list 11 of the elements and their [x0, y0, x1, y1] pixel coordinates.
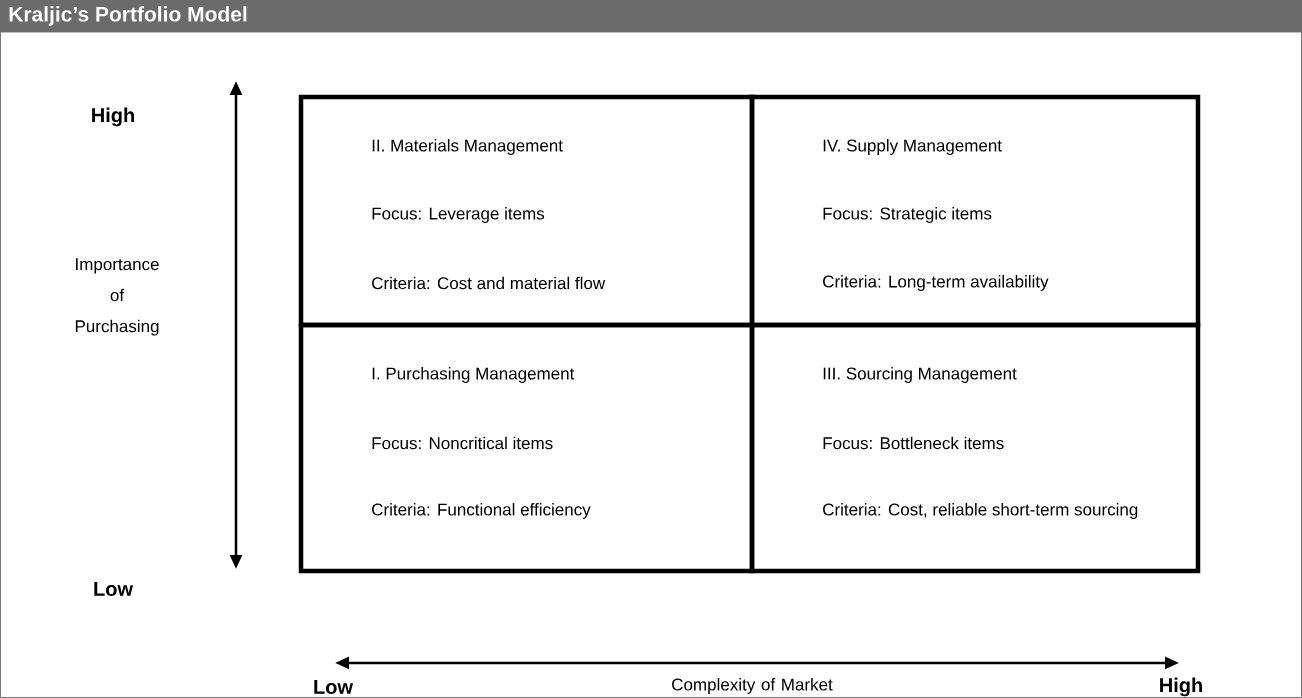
axis-title: Importance of Purchasing — [75, 258, 159, 336]
axis-end-label: Low — [314, 680, 354, 694]
quadrant-cell: IV. Supply Management Focus: Strategic items Criteria: Long-term availability — [749, 94, 1201, 328]
title-bar: Kraljic’s Portfolio Model — [0, 0, 1302, 32]
axis-end-label: High — [92, 107, 134, 127]
axis-title: Complexity of Market — [672, 678, 833, 694]
quadrant-cell: II. Materials Management Focus: Leverage items Criteria: Cost and material flow — [298, 94, 755, 328]
axis-end-label: High — [1160, 677, 1202, 697]
axis-end-label: Low — [94, 582, 134, 596]
quadrant-cell: III. Sourcing Management Focus: Bottleneck items Criteria: Cost, reliable short-term sourcing — [749, 322, 1201, 574]
quadrant-cell: I. Purchasing Management Focus: Noncritical items Criteria: Functional efficiency — [298, 322, 755, 574]
